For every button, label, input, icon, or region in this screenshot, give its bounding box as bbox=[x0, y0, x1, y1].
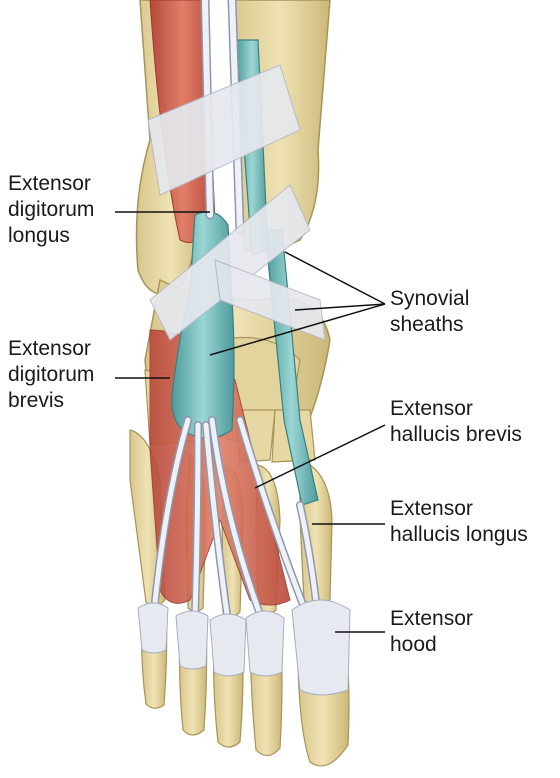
syn-line2: sheaths bbox=[390, 313, 464, 336]
label-extensor-digitorum-brevis: Extensor digitorum brevis bbox=[8, 336, 94, 414]
retinacula bbox=[147, 64, 326, 341]
label-extensor-hallucis-brevis: Extensor hallucis brevis bbox=[390, 396, 522, 448]
hood-toe-3 bbox=[209, 613, 247, 677]
hood-great-toe bbox=[291, 599, 351, 696]
ehl-line2: hallucis longus bbox=[390, 523, 528, 546]
label-synovial-sheaths: Synovial sheaths bbox=[390, 286, 469, 338]
ehb-line2: hallucis brevis bbox=[390, 423, 522, 446]
tendon-edl-3-hl bbox=[203, 422, 231, 625]
superior-extensor-retinaculum bbox=[147, 64, 301, 196]
leader-syn-2 bbox=[294, 303, 386, 311]
tendon-edl-5-hl bbox=[151, 417, 191, 615]
leader-lines bbox=[115, 211, 386, 633]
hood-toe-4 bbox=[175, 610, 209, 670]
inferior-extensor-retinaculum-b bbox=[214, 259, 326, 341]
tendon-edl-4-hl bbox=[192, 422, 201, 621]
label-extensor-hood: Extensor hood bbox=[390, 606, 473, 658]
hood-toe-5 bbox=[137, 602, 169, 654]
syn-line1: Synovial bbox=[390, 287, 470, 310]
hood-line1: Extensor bbox=[390, 607, 473, 630]
extensor-hoods bbox=[137, 599, 351, 696]
ehl-line1: Extensor bbox=[390, 497, 473, 520]
leader-syn-1 bbox=[284, 251, 386, 305]
tendon-edl-2-hl bbox=[209, 417, 265, 623]
edl-line1: Extensor bbox=[8, 172, 91, 195]
tendon-ehb-hl bbox=[237, 417, 308, 613]
label-extensor-digitorum-longus: Extensor digitorum longus bbox=[8, 171, 94, 249]
leader-ehb bbox=[254, 424, 386, 489]
tendons bbox=[150, 0, 322, 626]
edb-line3: brevis bbox=[8, 389, 65, 412]
leader-syn-3 bbox=[209, 303, 386, 356]
label-extensor-hallucis-longus: Extensor hallucis longus bbox=[390, 496, 528, 548]
ehb-line1: Extensor bbox=[390, 397, 473, 420]
hood-line2: hood bbox=[390, 633, 437, 656]
edb-line1: Extensor bbox=[8, 337, 91, 360]
hood-toe-2 bbox=[245, 610, 285, 677]
inferior-extensor-retinaculum-a bbox=[149, 184, 311, 341]
edb-line2: digitorum bbox=[8, 363, 95, 386]
edl-line3: longus bbox=[8, 224, 70, 247]
edl-line2: digitorum bbox=[8, 198, 95, 221]
